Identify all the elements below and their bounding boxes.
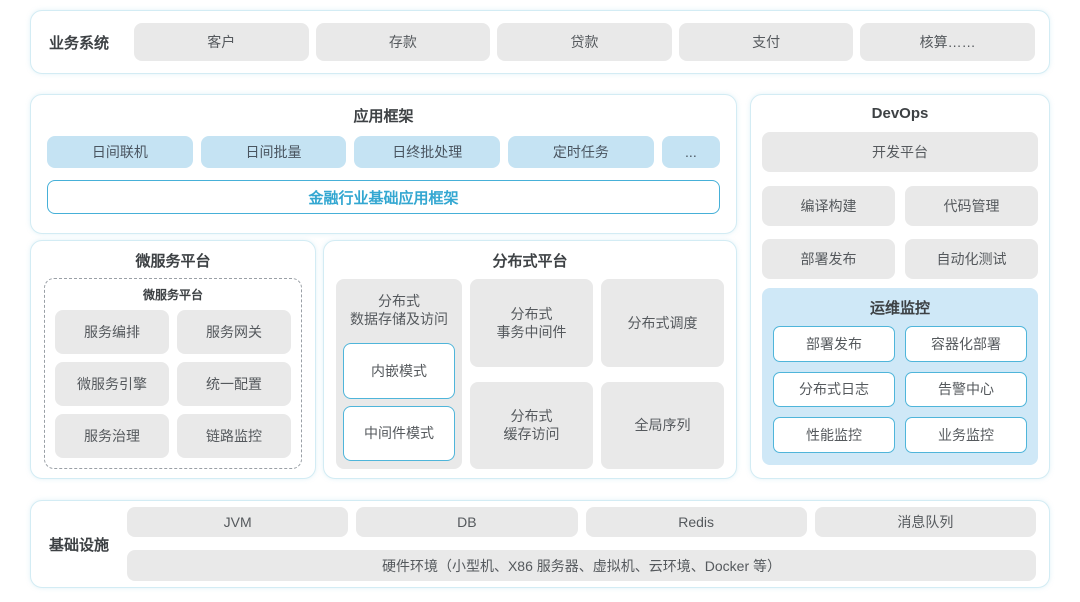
middle-area: 应用框架 日间联机 日间批量 日终批处理 定时任务 ... 金融行业基础应用框架… <box>30 94 1050 479</box>
chip-distributed-scheduler: 分布式调度 <box>601 279 724 367</box>
infrastructure-panel: 基础设施 JVM DB Redis 消息队列 硬件环境（小型机、X86 服务器、… <box>30 500 1050 588</box>
business-systems-panel: 业务系统 客户 存款 贷款 支付 核算…… <box>30 10 1050 74</box>
ops-monitor-panel: 运维监控 部署发布 容器化部署 分布式日志 告警中心 性能监控 业务监控 <box>762 288 1038 465</box>
distributed-storage-title: 分布式 数据存储及访问 <box>350 293 448 328</box>
chip-service-gateway: 服务网关 <box>177 310 291 354</box>
chip-cache-access: 分布式 缓存访问 <box>470 381 593 469</box>
infrastructure-label: 基础设施 <box>48 536 109 554</box>
ops-monitor-title: 运维监控 <box>869 300 930 317</box>
ops-monitor-grid: 部署发布 容器化部署 分布式日志 告警中心 性能监控 业务监控 <box>773 326 1027 453</box>
business-systems-label: 业务系统 <box>48 34 109 52</box>
chip-alert-center: 告警中心 <box>905 371 1027 408</box>
distributed-platform-title: 分布式平台 <box>492 253 568 270</box>
chip-daytime-online: 日间联机 <box>47 136 193 168</box>
chip-container-deploy: 容器化部署 <box>905 326 1027 362</box>
chip-deposit: 存款 <box>315 23 491 61</box>
chip-payment: 支付 <box>678 23 854 61</box>
platforms-row: 微服务平台 微服务平台 服务编排 服务网关 微服务引擎 统一配置 服务治理 链路… <box>30 240 737 479</box>
chip-trace-monitor: 链路监控 <box>177 414 291 458</box>
microservice-grid: 服务编排 服务网关 微服务引擎 统一配置 服务治理 链路监控 <box>55 310 291 458</box>
chip-ops-deploy-release: 部署发布 <box>773 326 895 362</box>
distributed-platform-panel: 分布式平台 分布式 数据存储及访问 内嵌模式 中间件模式 分布式 事务中间件 分… <box>323 240 737 479</box>
chip-distributed-log: 分布式日志 <box>773 371 895 408</box>
distributed-grid: 分布式 数据存储及访问 内嵌模式 中间件模式 分布式 事务中间件 分布式 缓存访… <box>336 279 724 469</box>
chip-performance-monitor: 性能监控 <box>773 417 895 453</box>
microservice-platform-title: 微服务平台 <box>135 253 211 270</box>
chip-scheduled-task: 定时任务 <box>508 136 654 168</box>
chip-dev-platform: 开发平台 <box>762 132 1038 172</box>
left-column: 应用框架 日间联机 日间批量 日终批处理 定时任务 ... 金融行业基础应用框架… <box>30 94 737 479</box>
chip-microservice-engine: 微服务引擎 <box>55 362 169 406</box>
distributed-storage-box: 分布式 数据存储及访问 内嵌模式 中间件模式 <box>336 279 462 469</box>
microservice-inner-box: 微服务平台 服务编排 服务网关 微服务引擎 统一配置 服务治理 链路监控 <box>44 278 302 469</box>
chip-accounting: 核算…… <box>860 23 1035 61</box>
chip-eod-batch: 日终批处理 <box>354 136 501 168</box>
chip-code-management: 代码管理 <box>905 186 1038 226</box>
chip-message-queue: 消息队列 <box>814 507 1036 537</box>
chip-compile-build: 编译构建 <box>762 186 895 226</box>
microservice-inner-title: 微服务平台 <box>142 288 203 302</box>
distributed-right-column: 分布式调度 全局序列 <box>601 279 724 469</box>
chip-embedded-mode: 内嵌模式 <box>343 343 455 399</box>
chip-service-orchestration: 服务编排 <box>55 310 169 354</box>
base-framework-bar: 金融行业基础应用框架 <box>47 180 720 214</box>
infrastructure-chips: JVM DB Redis 消息队列 <box>127 507 1036 537</box>
chip-jvm: JVM <box>127 507 349 537</box>
chip-redis: Redis <box>585 507 807 537</box>
chip-business-monitor: 业务监控 <box>905 417 1027 453</box>
app-framework-panel: 应用框架 日间联机 日间批量 日终批处理 定时任务 ... 金融行业基础应用框架 <box>30 94 737 234</box>
chip-middleware-mode: 中间件模式 <box>343 405 455 461</box>
app-framework-modules: 日间联机 日间批量 日终批处理 定时任务 ... <box>47 136 721 168</box>
chip-daytime-batch: 日间批量 <box>200 136 347 168</box>
chip-tx-middleware: 分布式 事务中间件 <box>470 279 593 367</box>
chip-db: DB <box>356 507 578 537</box>
chip-loan: 贷款 <box>497 23 672 61</box>
chip-service-governance: 服务治理 <box>55 414 169 458</box>
devops-title: DevOps <box>871 105 929 122</box>
app-framework-title: 应用框架 <box>353 108 414 125</box>
chip-unified-config: 统一配置 <box>177 362 291 406</box>
chip-customer: 客户 <box>134 23 309 61</box>
devops-panel: DevOps 开发平台 编译构建 代码管理 部署发布 自动化测试 运维监控 部署… <box>750 94 1050 479</box>
chip-global-sequence: 全局序列 <box>601 381 724 469</box>
microservice-platform-panel: 微服务平台 微服务平台 服务编排 服务网关 微服务引擎 统一配置 服务治理 链路… <box>30 240 316 479</box>
chip-automated-testing: 自动化测试 <box>905 239 1038 279</box>
hardware-environment-bar: 硬件环境（小型机、X86 服务器、虚拟机、云环境、Docker 等） <box>127 550 1036 581</box>
infrastructure-content: JVM DB Redis 消息队列 硬件环境（小型机、X86 服务器、虚拟机、云… <box>127 507 1036 581</box>
chip-deploy-release: 部署发布 <box>762 239 895 279</box>
distributed-middle-column: 分布式 事务中间件 分布式 缓存访问 <box>470 279 593 469</box>
chip-more-ellipsis: ... <box>661 136 721 168</box>
devops-tools-grid: 编译构建 代码管理 部署发布 自动化测试 <box>762 186 1038 279</box>
